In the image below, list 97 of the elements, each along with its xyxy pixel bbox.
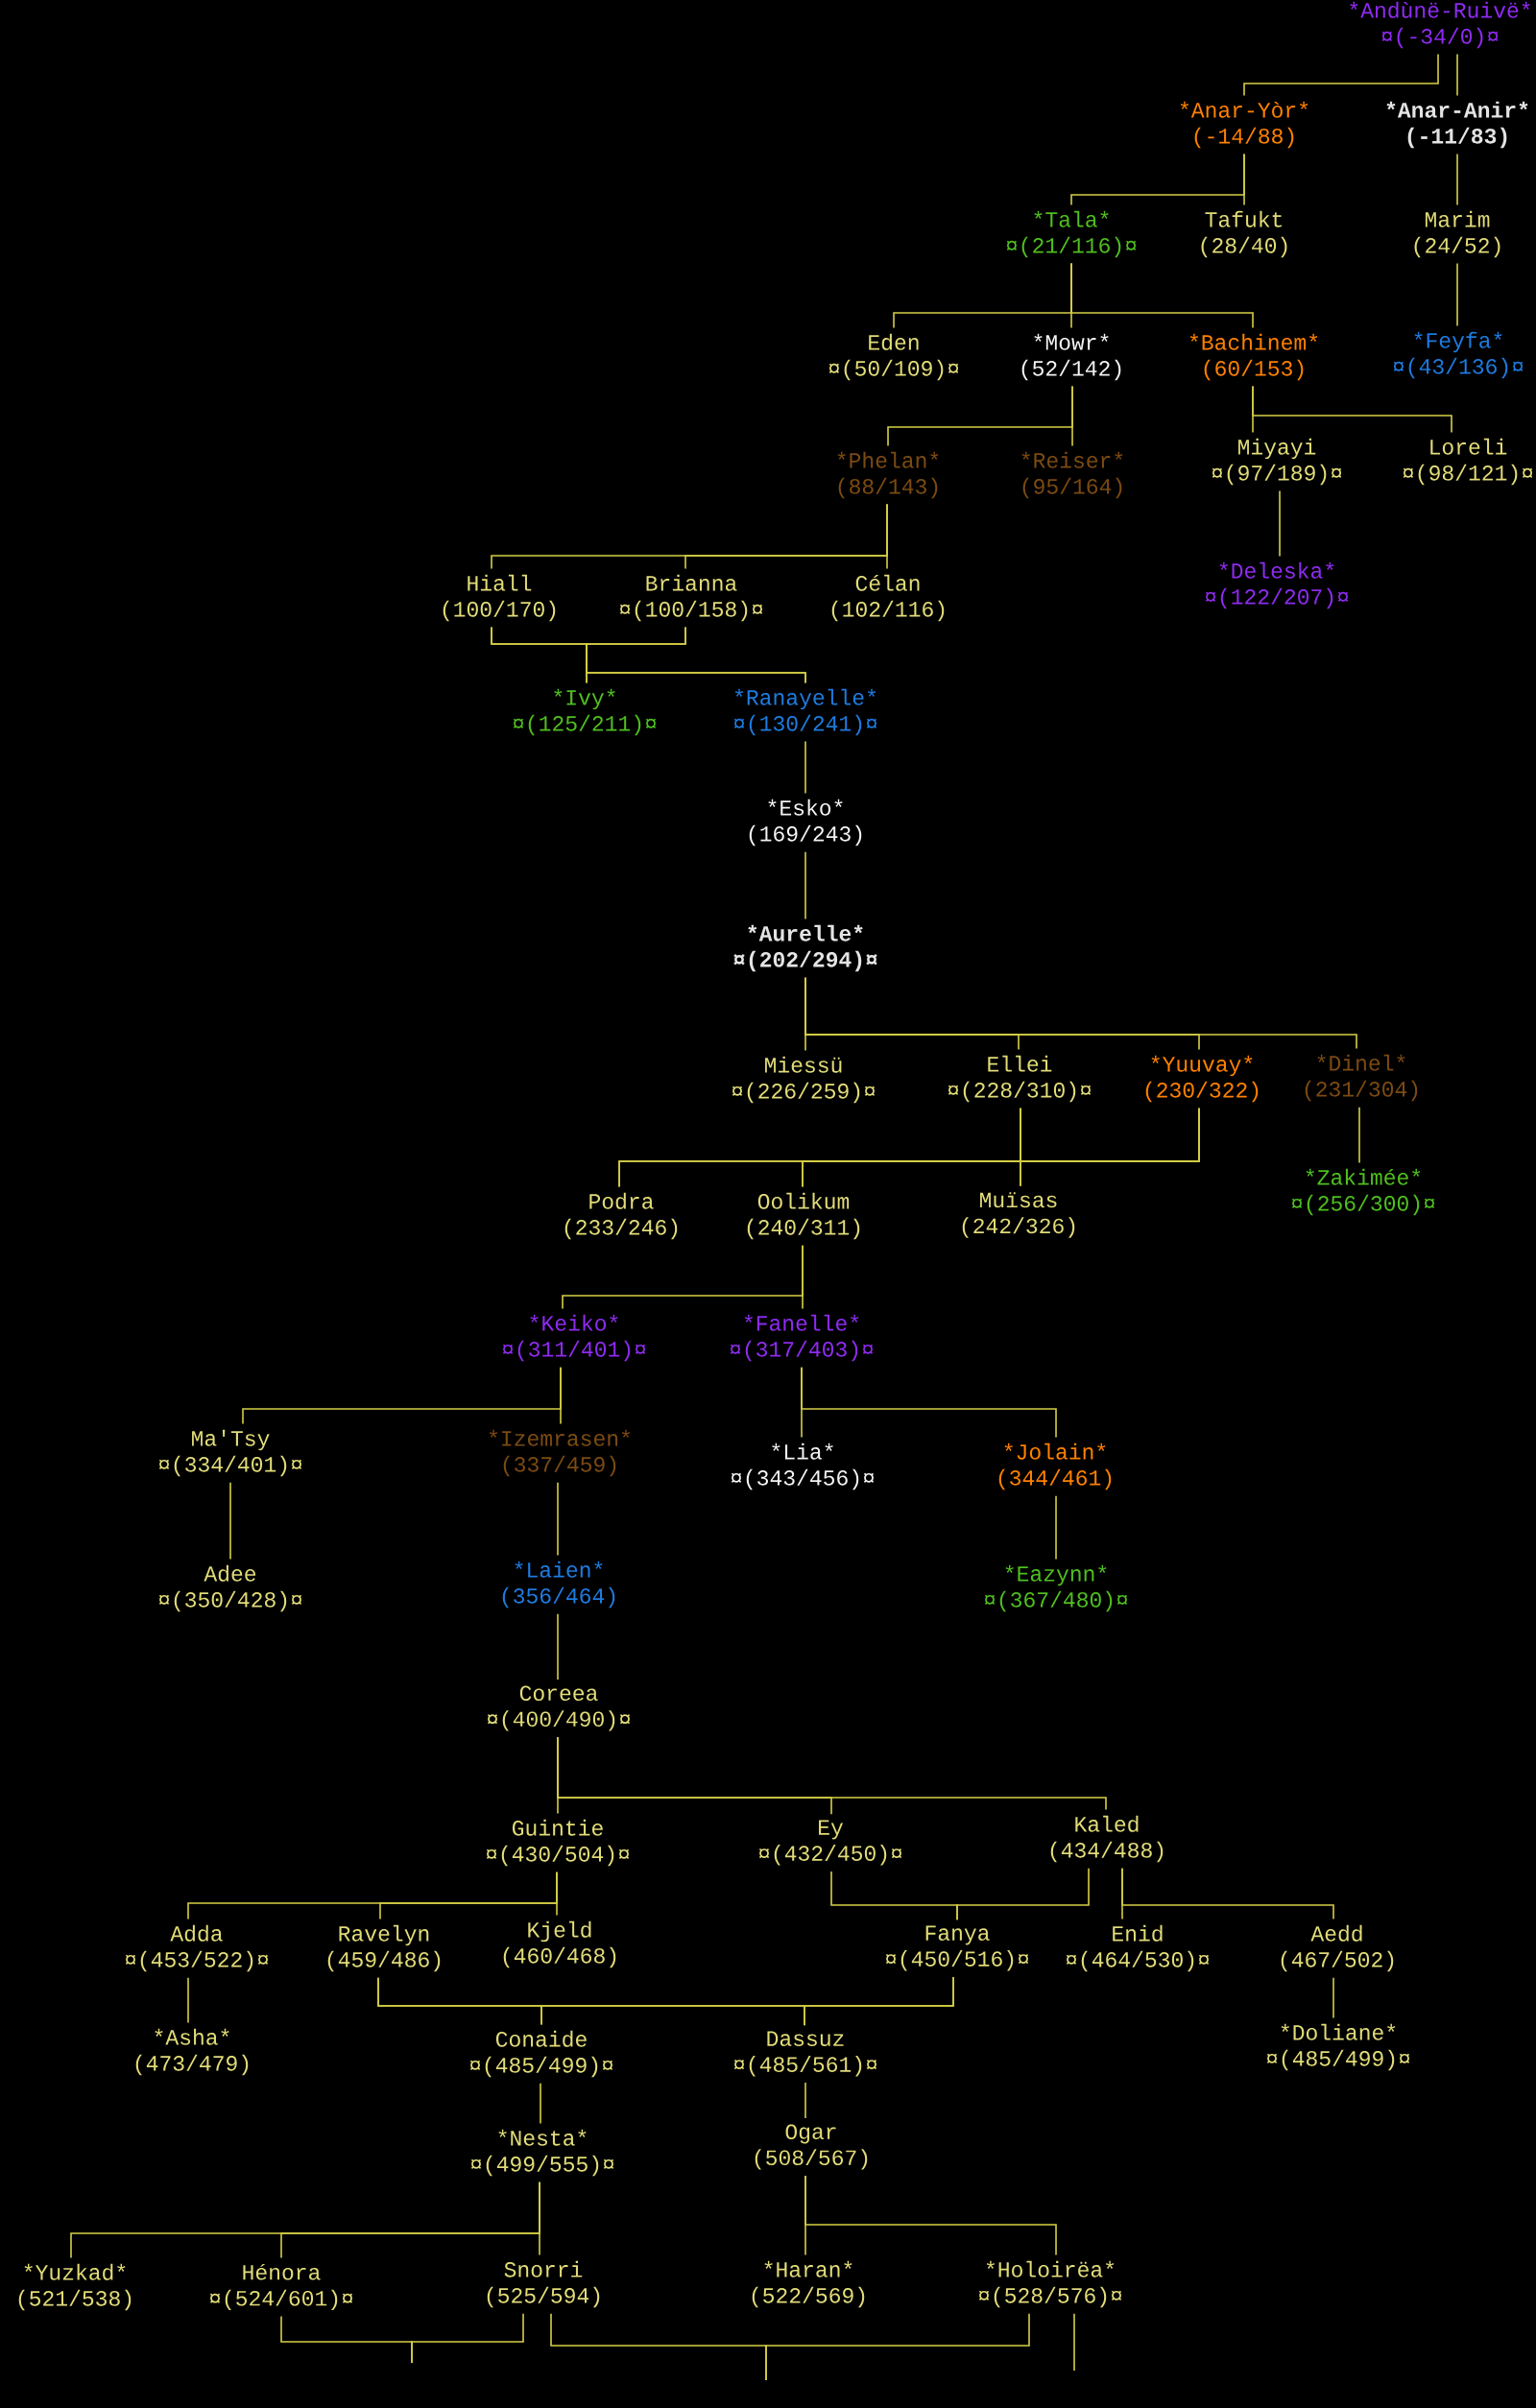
connector-line: [1332, 1976, 1334, 2019]
person-entry: Célan (102/116): [831, 574, 945, 622]
connector-line: [804, 1976, 954, 2026]
connector-line: [1121, 1867, 1334, 1920]
person-entry: *Laien* (356/464): [502, 1561, 615, 1609]
connector-line: [1358, 1106, 1360, 1164]
connector-line: [1279, 489, 1281, 558]
person-entry: *Yuuvay* (230/322): [1145, 1055, 1259, 1103]
person-entry: *Ivy* ¤(125/211)¤: [513, 688, 657, 736]
person-entry: Ravelyn (459/486): [327, 1924, 441, 1972]
connector-line: [540, 2082, 541, 2125]
connector-line: [557, 1612, 559, 1681]
connector-line: [956, 1867, 1090, 1920]
connector-line: [1071, 385, 1073, 447]
person-entry: *Eazynn* ¤(367/480)¤: [984, 1564, 1128, 1612]
person-entry: Ellei ¤(228/310)¤: [948, 1055, 1092, 1103]
person-entry: Hénora ¤(524/601)¤: [209, 2263, 353, 2311]
person-entry: Ma'Tsy ¤(334/401)¤: [158, 1429, 302, 1477]
person-entry: Guintie ¤(430/504)¤: [486, 1819, 630, 1867]
connector-line: [1243, 53, 1439, 97]
person-entry: Loreli ¤(98/121)¤: [1403, 438, 1533, 486]
person-entry: Kaled (434/488): [1050, 1815, 1164, 1863]
person-entry: Enid ¤(464/530)¤: [1066, 1924, 1210, 1972]
person-entry: Ogar (508/567): [755, 2124, 868, 2170]
person-entry: Marim (24/52): [1414, 210, 1500, 258]
person-entry: Aedd (467/502): [1281, 1924, 1394, 1972]
person-entry: *Jolain* (344/461): [998, 1442, 1112, 1490]
person-entry: *Deleska* ¤(122/207)¤: [1205, 561, 1349, 609]
connector-line: [1456, 153, 1458, 206]
connector-line: [765, 2312, 1030, 2381]
person-entry: *Anar-Anir* (-11/83): [1386, 101, 1528, 149]
person-entry: *Zakimée* ¤(256/300)¤: [1291, 1168, 1435, 1216]
person-entry: Eden ¤(50/109)¤: [828, 333, 959, 381]
connector-line: [802, 1244, 804, 1310]
connector-line: [804, 976, 1357, 1050]
person-entry: *Haran* (522/569): [752, 2260, 865, 2308]
person-entry: *Nesta* ¤(499/555)¤: [470, 2129, 614, 2177]
person-entry: *Yuzkad* (521/538): [18, 2263, 132, 2311]
connector-line: [1073, 2312, 1075, 2372]
connector-line: [1070, 262, 1254, 329]
connector-line: [411, 2312, 524, 2364]
person-entry: Adda ¤(453/522)¤: [125, 1924, 269, 1972]
person-entry: *Asha* (473/479): [135, 2028, 249, 2076]
person-entry: Snorri (525/594): [487, 2260, 600, 2308]
person-entry: Oolikum (240/311): [747, 1192, 860, 1240]
connector-line: [556, 1871, 558, 1917]
connector-line: [557, 1481, 559, 1557]
person-entry: *Aurelle* ¤(202/294)¤: [733, 924, 877, 972]
connector-line: [804, 740, 806, 795]
connector-line: [804, 2175, 1057, 2256]
person-entry: *Phelan* (88/143): [837, 451, 939, 499]
person-entry: *Fanelle* ¤(317/403)¤: [730, 1314, 874, 1362]
person-entry: Miyayi ¤(97/189)¤: [1212, 438, 1342, 486]
person-entry: Fanya ¤(450/516)¤: [885, 1925, 1029, 1971]
connector-line: [539, 2181, 540, 2256]
person-entry: *Izemrasen* (337/459): [489, 1429, 631, 1477]
connector-line: [801, 1366, 1057, 1439]
connector-line: [886, 503, 888, 570]
person-entry: Miessü ¤(226/259)¤: [732, 1056, 876, 1104]
connector-line: [560, 1366, 562, 1425]
person-entry: Ey ¤(432/450)¤: [758, 1820, 902, 1866]
connector-line: [1243, 153, 1245, 206]
person-entry: *Ranayelle* ¤(130/241)¤: [733, 688, 877, 736]
person-entry: Coreea ¤(400/490)¤: [487, 1685, 631, 1731]
connector-line: [1456, 262, 1458, 327]
person-entry: *Mowr* (52/142): [1021, 333, 1121, 381]
person-entry: *Lia* ¤(343/456)¤: [731, 1442, 875, 1490]
person-entry: *Tala* ¤(21/116)¤: [1006, 210, 1137, 258]
connector-line: [1456, 53, 1458, 97]
person-entry: Brianna ¤(100/158)¤: [619, 574, 763, 622]
connector-line: [804, 2082, 806, 2119]
person-entry: *Esko* (169/243): [749, 799, 862, 846]
person-entry: Tafukt (28/40): [1201, 210, 1287, 258]
connector-line: [557, 1736, 1107, 1811]
person-entry: Muïsas (242/326): [962, 1192, 1075, 1238]
person-entry: *Anar-Yòr* (-14/88): [1180, 101, 1308, 149]
person-entry: *Doliane* ¤(485/499)¤: [1266, 2023, 1410, 2071]
person-entry: Kjeld (460/468): [503, 1920, 616, 1968]
connector-line: [586, 626, 806, 684]
connector-line: [187, 1976, 189, 2024]
person-entry: *Dinel* (231/304): [1305, 1054, 1418, 1102]
connector-line: [804, 850, 806, 920]
connector-line: [1055, 1494, 1057, 1561]
connector-line: [1252, 385, 1452, 434]
person-entry: Hiall (100/170): [443, 574, 556, 622]
person-entry: *Andùnë-Ruivë* ¤(-34/0)¤: [1350, 1, 1530, 49]
person-entry: *Reiser* (95/164): [1021, 451, 1123, 499]
person-entry: *Bachinem* (60/153): [1189, 333, 1318, 381]
person-entry: *Holoirëa* ¤(528/576)¤: [978, 2260, 1122, 2308]
person-entry: *Keiko* ¤(311/401)¤: [502, 1314, 646, 1362]
connector-line: [1020, 1107, 1200, 1187]
person-entry: Dassuz ¤(485/561)¤: [733, 2031, 877, 2077]
person-entry: Adee ¤(350/428)¤: [158, 1564, 302, 1612]
person-entry: Podra (233/246): [564, 1192, 678, 1240]
connector-line: [229, 1481, 231, 1561]
person-entry: *Feyfa* ¤(43/136)¤: [1393, 331, 1524, 379]
person-entry: Conaide ¤(485/499)¤: [469, 2030, 613, 2078]
